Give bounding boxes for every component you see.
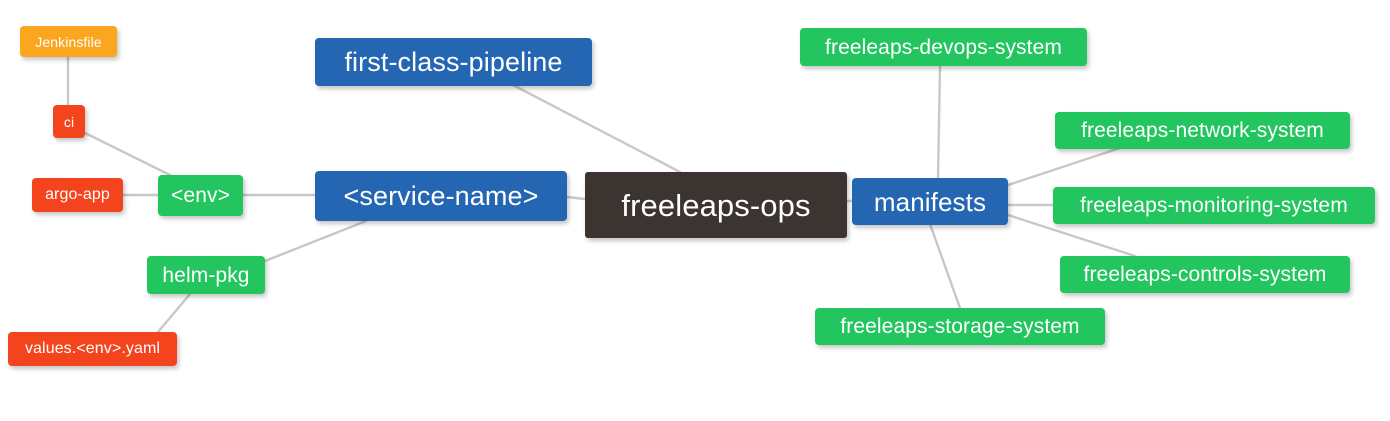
node-label: manifests (873, 186, 987, 217)
node-freeleaps-network-system[interactable]: freeleaps-network-system (1055, 112, 1350, 149)
node-label: <env> (171, 184, 230, 207)
node-label: freeleaps-devops-system (825, 35, 1062, 59)
node-first-class-pipeline[interactable]: first-class-pipeline (315, 38, 592, 86)
node-label: <service-name> (343, 180, 539, 211)
edge-manifests-storage-system (928, 222, 962, 310)
node-label: values.<env>.yaml (24, 340, 161, 357)
node-label: freeleaps-monitoring-system (1080, 194, 1348, 217)
edge-first-class-pipeline-root (511, 83, 682, 174)
node-label: ci (63, 113, 75, 130)
edge-service-name-root (565, 195, 587, 201)
node-service-name[interactable]: <service-name> (315, 171, 567, 221)
node-label: helm-pkg (162, 263, 250, 287)
node-argo-app[interactable]: argo-app (32, 178, 123, 212)
node-label: freeleaps-storage-system (840, 315, 1080, 338)
edge-manifests-network-system (1006, 146, 1122, 187)
edge-ci-env (83, 131, 174, 178)
node-env[interactable]: <env> (158, 175, 243, 216)
node-label: freeleaps-network-system (1081, 119, 1324, 142)
node-freeleaps-storage-system[interactable]: freeleaps-storage-system (815, 308, 1105, 345)
node-label: freeleaps-ops (621, 187, 811, 223)
node-freeleaps-monitoring-system[interactable]: freeleaps-monitoring-system (1053, 187, 1375, 224)
node-jenkinsfile[interactable]: Jenkinsfile (20, 26, 117, 57)
edge-manifests-devops-system (936, 64, 942, 180)
node-label: freeleaps-controls-system (1083, 263, 1327, 286)
node-label: Jenkinsfile (35, 33, 102, 50)
node-freeleaps-devops-system[interactable]: freeleaps-devops-system (800, 28, 1087, 66)
node-freeleaps-controls-system[interactable]: freeleaps-controls-system (1060, 256, 1350, 293)
node-ci[interactable]: ci (53, 105, 85, 138)
node-label: first-class-pipeline (344, 46, 563, 77)
node-helm-pkg[interactable]: helm-pkg (147, 256, 265, 294)
node-manifests[interactable]: manifests (852, 178, 1008, 225)
node-root-freeleaps-ops[interactable]: freeleaps-ops (585, 172, 847, 238)
node-values-yaml[interactable]: values.<env>.yaml (8, 332, 177, 366)
edge-helm-pkg-service-name (263, 219, 368, 263)
edge-values-yaml-helm-pkg (156, 292, 192, 334)
node-label: argo-app (45, 186, 110, 203)
